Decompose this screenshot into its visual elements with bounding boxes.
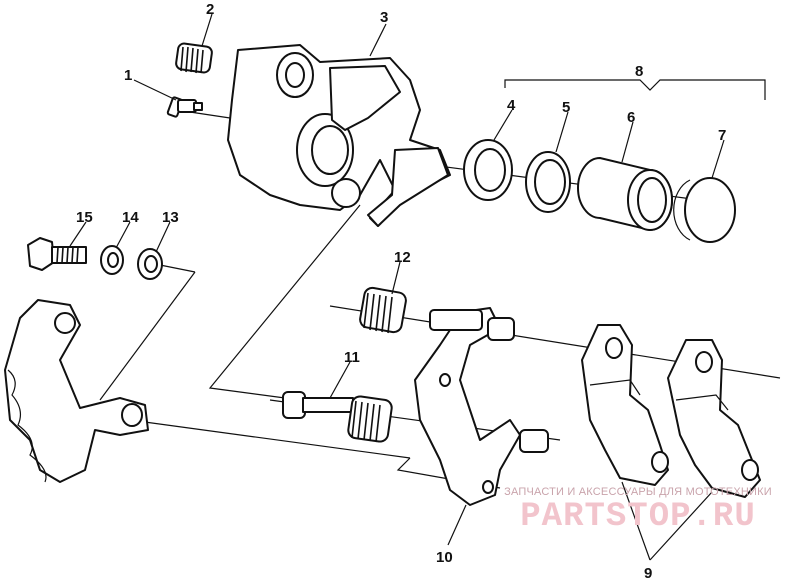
callout-7: 7 bbox=[718, 127, 726, 144]
callout-8: 8 bbox=[635, 63, 643, 80]
caliper-body bbox=[227, 44, 451, 227]
callout-9: 9 bbox=[644, 565, 652, 582]
callout-15: 15 bbox=[76, 209, 93, 226]
dust-seal bbox=[525, 151, 571, 213]
callout-10: 10 bbox=[436, 549, 453, 566]
callout-11: 11 bbox=[344, 349, 360, 366]
mounting-bolt bbox=[27, 237, 87, 271]
callout-2: 2 bbox=[206, 1, 214, 18]
lock-washer bbox=[100, 245, 124, 275]
flat-washer bbox=[137, 248, 163, 280]
fork-leg-mount bbox=[4, 299, 149, 483]
pin-boot-upper bbox=[359, 286, 407, 334]
leader-lines bbox=[69, 13, 725, 561]
callout-14: 14 bbox=[122, 209, 139, 226]
pin-plug bbox=[175, 42, 213, 74]
piston bbox=[577, 157, 673, 231]
group-bracket-8 bbox=[504, 79, 766, 100]
callout-12: 12 bbox=[394, 249, 411, 266]
callout-6: 6 bbox=[627, 109, 635, 126]
piston-cap bbox=[673, 177, 736, 243]
piston-seal bbox=[463, 139, 513, 201]
bleeder-screw bbox=[166, 96, 203, 118]
watermark-logo: PARTSTOP.RU bbox=[520, 498, 756, 536]
brake-pad-inner bbox=[581, 324, 669, 486]
callout-4: 4 bbox=[507, 97, 516, 114]
slide-pin bbox=[282, 391, 354, 419]
callout-labels: 1 2 3 4 5 6 7 8 9 10 11 12 13 14 15 bbox=[76, 1, 726, 582]
callout-3: 3 bbox=[380, 9, 388, 26]
callout-1: 1 bbox=[124, 67, 132, 84]
watermark-tagline: ЗАПЧАСТИ И АКСЕССУАРЫ ДЛЯ МОТОТЕХНИКИ bbox=[504, 486, 772, 498]
caliper-bracket bbox=[414, 307, 549, 506]
callout-13: 13 bbox=[162, 209, 179, 226]
brake-pad-outer bbox=[667, 339, 761, 498]
pin-boot-lower bbox=[347, 395, 393, 443]
callout-5: 5 bbox=[562, 99, 570, 116]
